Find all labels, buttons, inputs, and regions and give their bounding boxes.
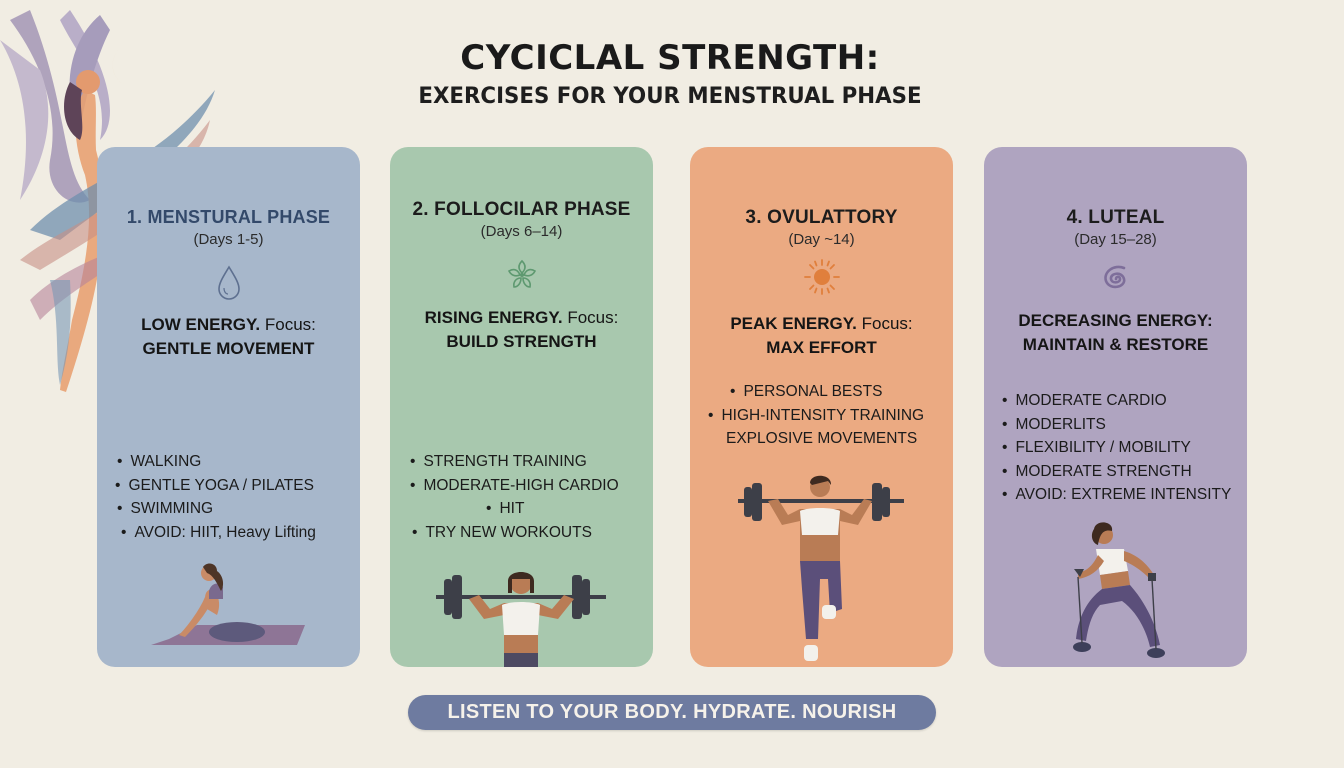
phase-title: 4. LUTEAL (1066, 207, 1165, 228)
focus-target: MAX EFFORT (766, 338, 877, 357)
list-item: PERSONAL BESTS (730, 380, 924, 404)
list-item: HIT (486, 497, 619, 521)
sun-icon (803, 259, 840, 295)
phase-days: (Days 1-5) (193, 231, 264, 248)
list-item: GENTLE YOGA / PILATES (115, 474, 316, 498)
exercise-list: MODERATE CARDIO MODERLITS FLEXIBILITY / … (1002, 389, 1231, 507)
focus-target: MAINTAIN & RESTORE (1022, 335, 1209, 354)
footer-message: LISTEN TO YOUR BODY. HYDRATE. NOURISH (408, 695, 936, 730)
list-item: MODERATE STRENGTH (1002, 460, 1231, 484)
phase-focus: LOW ENERGY. Focus: GENTLE MOVEMENT (97, 313, 360, 361)
focus-label: Focus: (567, 308, 619, 327)
water-drop-icon (217, 265, 240, 300)
phase-days: (Day ~14) (788, 231, 855, 248)
phase-card-menstrual: 1. MENSTURAL PHASE (Days 1-5) LOW ENERGY… (97, 147, 360, 667)
list-item: FLEXIBILITY / MOBILITY (1002, 436, 1231, 460)
list-item: AVOID: HIIT, Heavy Lifting (121, 521, 315, 545)
list-item: HIGH-INTENSITY TRAINING (708, 404, 924, 428)
phase-title: 2. FOLLOCILAR PHASE (412, 199, 631, 220)
focus-target: GENTLE MOVEMENT (142, 339, 315, 358)
spiral-icon (1103, 265, 1125, 289)
phase-title: 3. OVULATTORY (745, 207, 898, 228)
phase-focus: DECREASING ENERGY: MAINTAIN & RESTORE (984, 309, 1247, 357)
page-subtitle: EXERCISES FOR YOUR MENSTRUAL PHASE (418, 84, 922, 109)
focus-energy: DECREASING ENERGY: (1018, 311, 1213, 330)
woman-barbell-single-leg-icon (738, 475, 904, 661)
list-item: WALKING (117, 450, 316, 474)
list-item: SWIMMING (117, 497, 316, 521)
phase-card-luteal: 4. LUTEAL (Day 15–28) DECREASING ENERGY:… (984, 147, 1247, 667)
phase-days: (Days 6–14) (480, 223, 563, 240)
focus-label: Focus: (861, 314, 913, 333)
list-item: EXPLOSIVE MOVEMENTS (726, 430, 918, 447)
woman-holding-barbell-icon (436, 572, 606, 667)
woman-kneeling-on-yoga-mat-icon (151, 563, 305, 645)
list-item: MODERATE CARDIO (1002, 389, 1231, 413)
phase-title: 1. MENSTURAL PHASE (126, 207, 331, 227)
list-item: MODERATE-HIGH CARDIO (410, 474, 618, 498)
flower-icon (507, 259, 536, 288)
focus-target: BUILD STRENGTH (446, 332, 597, 351)
header: CYCICLAL STRENGTH: EXERCISES FOR YOUR ME… (340, 38, 1000, 112)
list-item: AVOID: EXTREME INTENSITY (1002, 483, 1231, 507)
list-item: STRENGTH TRAINING (410, 450, 619, 474)
list-item: MODERLITS (1002, 413, 1231, 437)
phase-focus: PEAK ENERGY. Focus: MAX EFFORT (690, 312, 953, 360)
exercise-list: STRENGTH TRAINING MODERATE-HIGH CARDIO H… (410, 450, 619, 545)
list-item: TRY NEW WORKOUTS (412, 521, 619, 545)
focus-label: Focus: (264, 315, 316, 334)
page-title: CYCICLAL STRENGTH: (460, 38, 880, 78)
phase-card-follicular: 2. FOLLOCILAR PHASE (Days 6–14) RISING E… (390, 147, 653, 667)
phase-card-ovulatory: 3. OVULATTORY (Day ~14) PEAK ENERGY. Foc… (690, 147, 953, 667)
phase-days: (Day 15–28) (1074, 231, 1157, 248)
focus-energy: PEAK ENERGY. (730, 314, 857, 333)
exercise-list: WALKING GENTLE YOGA / PILATES SWIMMING A… (115, 450, 316, 545)
phase-focus: RISING ENERGY. Focus: BUILD STRENGTH (390, 306, 653, 354)
focus-energy: LOW ENERGY. (141, 315, 261, 334)
focus-energy: RISING ENERGY. (424, 308, 563, 327)
woman-resistance-band-lunge-icon (1073, 522, 1165, 658)
exercise-list: PERSONAL BESTS HIGH-INTENSITY TRAINING E… (708, 380, 924, 451)
